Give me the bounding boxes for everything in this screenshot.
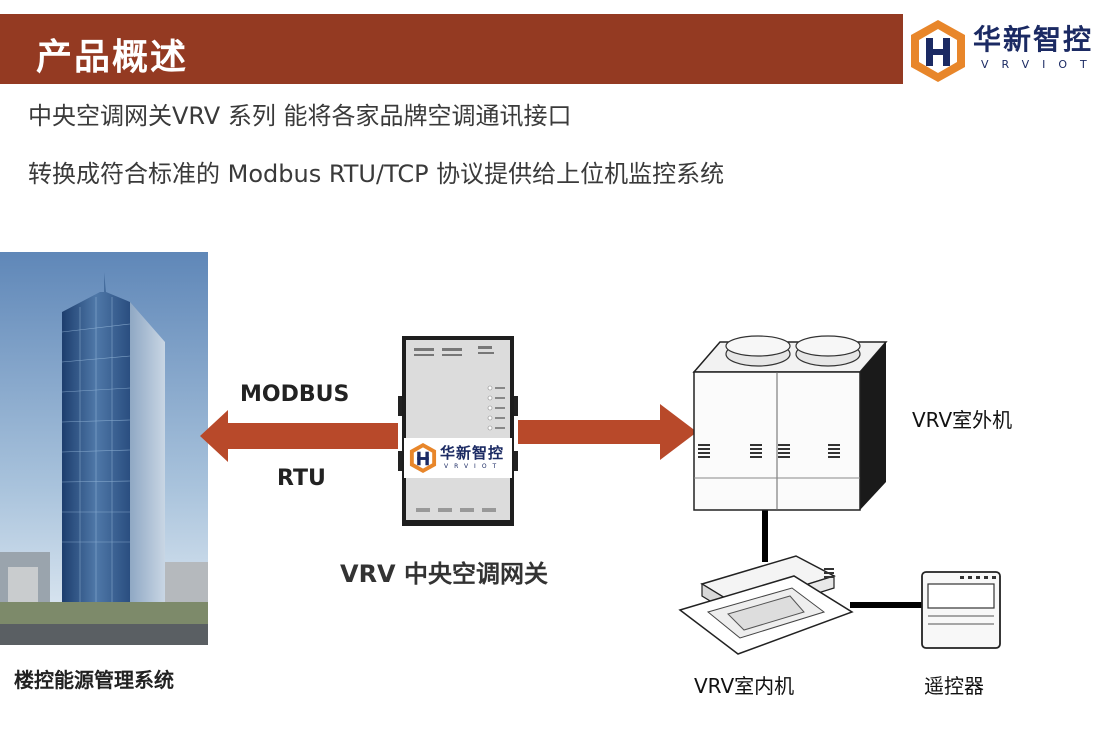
gateway-logo-name: 华新智控 <box>440 444 505 462</box>
gateway-device-image: 华新智控 VRVIOT <box>398 336 518 526</box>
left-arrow <box>200 410 398 462</box>
logo-subtitle: VRVIOT <box>981 58 1097 71</box>
protocol-label-modbus: MODBUS <box>240 382 350 407</box>
logo-mark-icon <box>911 20 965 82</box>
gateway-logo-mark-icon <box>409 443 437 473</box>
intro-line-1: 中央空调网关VRV 系列 能将各家品牌空调通讯接口 <box>28 102 572 130</box>
outdoor-unit-caption: VRV室外机 <box>912 408 1013 432</box>
logo-name: 华新智控 <box>973 23 1094 56</box>
gateway-logo: 华新智控 VRVIOT <box>404 438 512 478</box>
right-arrow <box>518 404 697 460</box>
building-image <box>0 252 208 645</box>
gateway-logo-subtitle: VRVIOT <box>444 463 503 470</box>
indoor-unit-image <box>678 555 854 655</box>
page-title: 产品概述 <box>36 37 189 78</box>
outdoor-unit-image <box>692 335 888 511</box>
protocol-label-rtu: RTU <box>277 466 326 491</box>
indoor-unit-caption: VRV室内机 <box>694 674 795 698</box>
intro-line-2: 转换成符合标准的 Modbus RTU/TCP 协议提供给上位机监控系统 <box>28 160 725 188</box>
building-caption: 楼控能源管理系统 <box>14 668 174 692</box>
remote-controller-caption: 遥控器 <box>924 674 984 698</box>
gateway-caption: VRV 中央空调网关 <box>340 560 548 588</box>
title-bar: 产品概述 <box>0 14 903 84</box>
remote-controller-image <box>921 571 1001 649</box>
brand-logo: 华新智控 VRVIOT <box>907 16 1097 86</box>
